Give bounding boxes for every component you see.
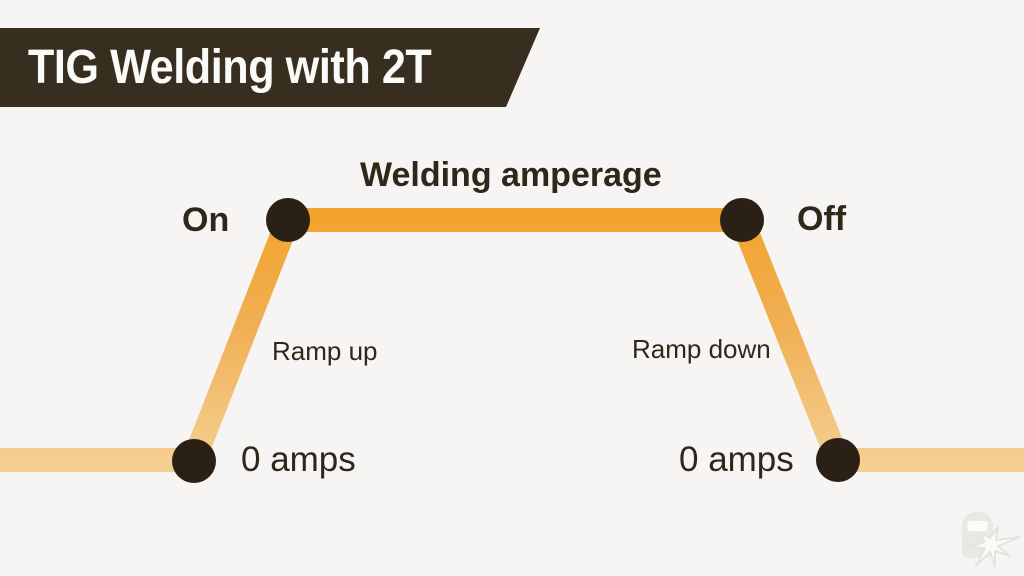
title-banner: TIG Welding with 2T xyxy=(0,28,540,107)
node-trigger-on xyxy=(266,198,310,242)
welding-amperage-label: Welding amperage xyxy=(360,156,662,194)
trigger-off-label: Off xyxy=(797,200,847,238)
node-zero-left xyxy=(172,439,216,483)
zero-amps-left-label: 0 amps xyxy=(241,440,356,479)
amperage-line xyxy=(0,208,1024,472)
node-trigger-off xyxy=(720,198,764,242)
page-title: TIG Welding with 2T xyxy=(27,41,432,94)
ramp-down-label: Ramp down xyxy=(632,334,771,364)
node-zero-right xyxy=(816,438,860,482)
welding-helmet-spark-logo-icon xyxy=(962,512,1021,567)
zero-amps-right-label: 0 amps xyxy=(679,440,794,479)
trigger-on-label: On xyxy=(182,201,230,239)
ramp-up-label: Ramp up xyxy=(272,336,378,366)
